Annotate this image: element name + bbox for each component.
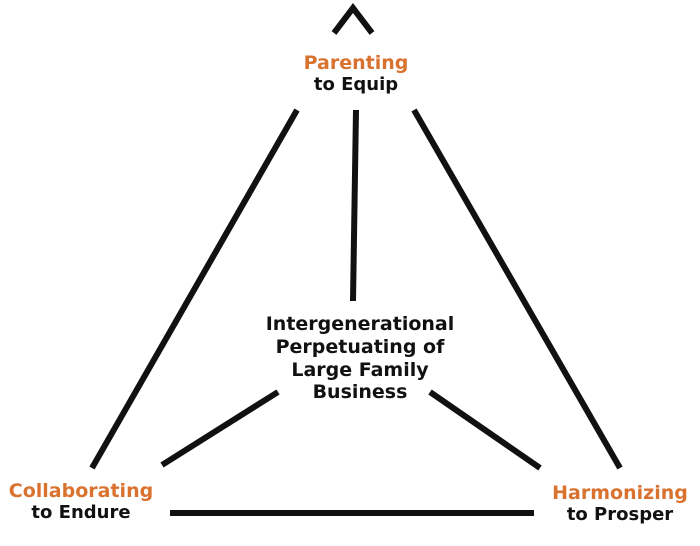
node-top-keyword: Parenting (303, 52, 409, 74)
node-right-keyword: Harmonizing (552, 482, 688, 504)
node-top-purpose: to Equip (313, 74, 399, 96)
node-center: Intergenerational Perpetuating of Large … (230, 313, 490, 404)
center-line-4: Business (312, 381, 408, 404)
spoke-right (428, 389, 542, 471)
node-right-purpose: to Prosper (566, 504, 674, 526)
node-harmonizing: Harmonizing to Prosper (540, 482, 700, 526)
node-collaborating: Collaborating to Endure (0, 480, 162, 524)
node-left-purpose: to Endure (31, 502, 131, 524)
center-line-1: Intergenerational (265, 313, 455, 335)
node-parenting: Parenting to Equip (256, 52, 456, 96)
spoke-top (350, 109, 359, 302)
edge-top-left (89, 108, 300, 470)
node-left-keyword: Collaborating (8, 480, 154, 502)
edge-top-right (411, 108, 623, 470)
center-line-2: Perpetuating of (275, 335, 445, 358)
apex-caret (331, 3, 375, 35)
center-line-3: Large Family (291, 358, 429, 381)
spoke-left (160, 389, 280, 468)
